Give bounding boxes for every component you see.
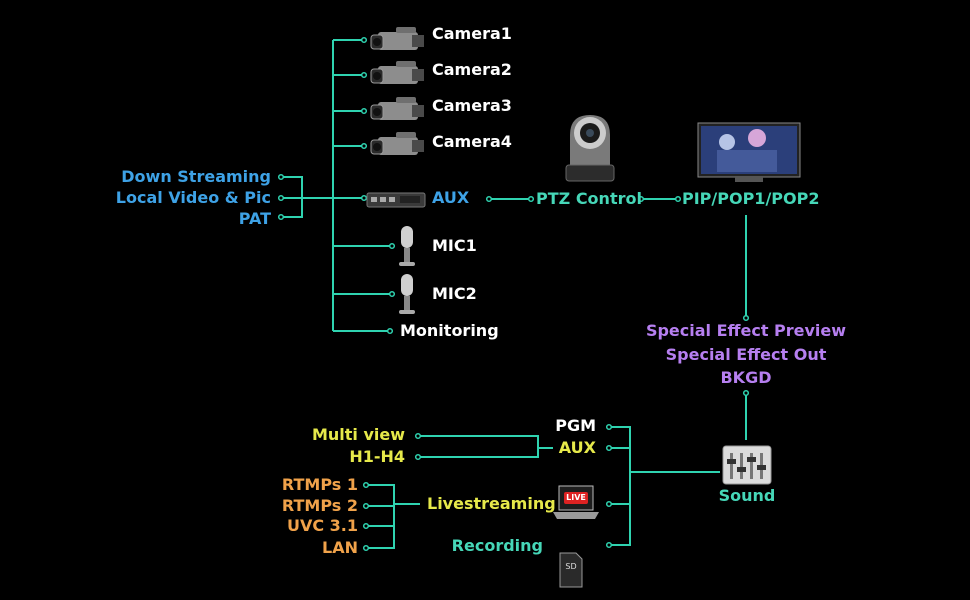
camera3-icon	[370, 97, 424, 120]
pip-monitor-icon	[697, 122, 801, 182]
ptz-control-label: PTZ Control	[536, 189, 642, 208]
mic2-label: MIC2	[432, 284, 477, 303]
input-local-video-pic: Local Video & Pic	[115, 188, 271, 207]
pgm-label: PGM	[555, 416, 596, 435]
camera3-label: Camera3	[432, 96, 512, 115]
livestreaming-label: Livestreaming	[427, 494, 556, 513]
rtmps1-label: RTMPs 1	[281, 475, 358, 494]
h1-h4-label: H1-H4	[349, 447, 405, 466]
input-pat: PAT	[238, 209, 271, 228]
bkgd-label: BKGD	[720, 368, 772, 387]
aux-label: AUX	[432, 188, 470, 207]
pip-pop-label: PIP/POP1/POP2	[682, 189, 820, 208]
input-down-streaming: Down Streaming	[121, 167, 271, 186]
sd-card-icon: SD	[559, 552, 583, 588]
multi-view-label: Multi view	[311, 425, 405, 444]
uvc-label: UVC 3.1	[286, 516, 358, 535]
live-laptop-icon: LIVE	[552, 485, 600, 521]
camera1-icon	[370, 27, 424, 50]
effect-preview-label: Special Effect Preview	[645, 321, 847, 340]
sound-label: Sound	[718, 486, 776, 505]
aux-switcher-icon	[366, 192, 426, 208]
live-badge: LIVE	[564, 492, 588, 504]
effect-out-label: Special Effect Out	[665, 345, 827, 364]
camera4-icon	[370, 132, 424, 155]
camera2-icon	[370, 61, 424, 84]
lan-label: LAN	[322, 538, 358, 557]
recording-label: Recording	[451, 536, 543, 555]
camera4-label: Camera4	[432, 132, 512, 151]
camera1-label: Camera1	[432, 24, 512, 43]
rtmps2-label: RTMPs 2	[281, 496, 358, 515]
camera2-label: Camera2	[432, 60, 512, 79]
mic1-icon	[399, 226, 415, 266]
sd-card-label: SD	[565, 562, 577, 571]
ptz-camera-icon	[565, 115, 615, 182]
mic1-label: MIC1	[432, 236, 477, 255]
aux-out-label: AUX	[558, 438, 596, 457]
sound-mixer-icon	[722, 445, 772, 485]
monitoring-label: Monitoring	[400, 321, 499, 340]
mic2-icon	[399, 274, 415, 314]
